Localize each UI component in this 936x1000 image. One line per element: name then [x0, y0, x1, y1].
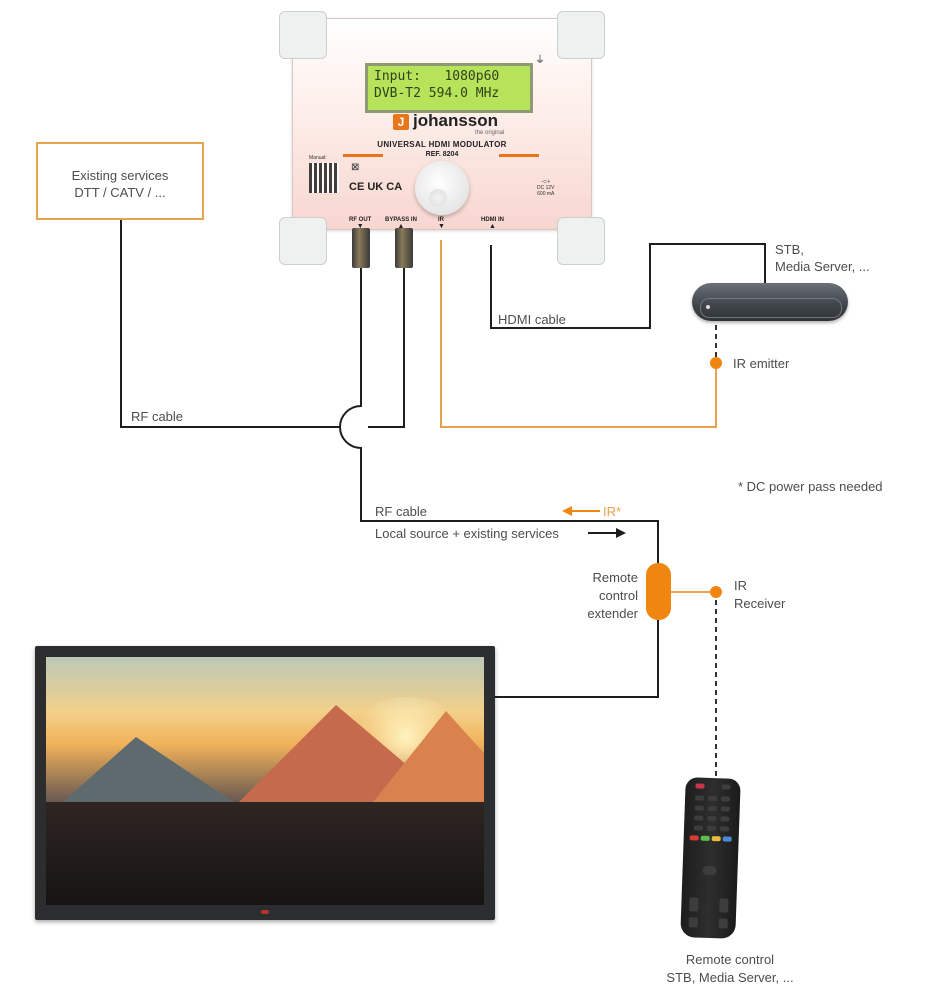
brand-tagline: the original [475, 130, 505, 136]
ir-receiver-label-line2: Receiver [734, 596, 786, 611]
qr-code-icon [309, 163, 339, 193]
lcd-line-1: Input: 1080p60 [374, 69, 500, 84]
decorative-line [499, 154, 539, 157]
extender-label-line2: control [598, 588, 638, 603]
stb-front-panel [700, 298, 842, 318]
local-source-label: Local source + existing services [375, 526, 559, 541]
mounting-clip [557, 217, 605, 265]
ir-star-label: IR* [603, 504, 622, 519]
power-button-icon [695, 783, 705, 789]
yellow-button-icon [711, 836, 721, 842]
port-ir: IR▼ [438, 217, 445, 230]
rf-cable-existing-to-bypass [120, 220, 405, 428]
f-connector-rf-out [352, 228, 370, 268]
product-ref: REF. 8204 [425, 151, 459, 158]
hdmi-cable-label: HDMI cable [498, 312, 566, 327]
brand-name: johansson [413, 111, 499, 130]
dc-power-note: * DC power pass needed [738, 479, 883, 494]
extender-label-line1: Remote [592, 570, 638, 585]
tv-power-led-icon [261, 910, 269, 914]
manual-label: Manual: [309, 155, 327, 161]
mounting-clip [557, 11, 605, 59]
ground-icon: ⏚ [535, 55, 545, 66]
green-button-icon [700, 835, 710, 841]
arrow-down-icon: ▼ [438, 223, 445, 230]
stb-led-icon [706, 305, 710, 309]
rf-cable-rf-out-to-tv [339, 262, 659, 698]
forest [46, 802, 484, 905]
port-hdmi-in: HDMI IN▲ [481, 217, 504, 230]
stb-label-line1: STB, [775, 242, 804, 257]
mounting-clip [279, 217, 327, 265]
remote-control-extender [646, 563, 671, 620]
rf-cable-label-bottom: RF cable [375, 504, 428, 519]
blue-button-icon [722, 836, 732, 842]
existing-services-line2: DTT / CATV / ... [74, 185, 166, 200]
ir-arrow-head [562, 506, 572, 516]
arrow-up-icon: ▲ [397, 223, 405, 230]
red-button-icon [689, 835, 699, 841]
certification-marks: CE UK CA [349, 181, 403, 193]
ir-receiver-label-line1: IR [734, 578, 747, 593]
existing-services-box: Existing services DTT / CATV / ... [36, 142, 204, 220]
ir-receiver-dot [710, 586, 722, 598]
control-knob[interactable] [415, 161, 469, 215]
product-name: UNIVERSAL HDMI MODULATOR [377, 140, 507, 149]
mounting-clip [279, 11, 327, 59]
mountain [366, 711, 484, 811]
set-top-box [692, 283, 848, 321]
remote-control [680, 777, 741, 939]
ir-emitter-cable [440, 240, 717, 428]
lcd-display: Input: 1080p60 DVB-T2 594.0 MHz [365, 63, 533, 113]
f-connector-bypass-in [395, 228, 413, 268]
remote-label-line2: STB, Media Server, ... [666, 970, 794, 985]
ir-emitter-label: IR emitter [733, 356, 790, 371]
existing-services-line1: Existing services [71, 168, 169, 183]
hdmi-cable [490, 243, 766, 329]
ir-emitter-dot [710, 357, 722, 369]
decorative-line [343, 154, 383, 157]
arrow-down-icon: ▼ [356, 223, 364, 230]
dc-power-label: -⊂+DC 12V 600 mA [537, 179, 555, 197]
weee-bin-icon: ⊠ [351, 162, 360, 173]
tv-screen-landscape-image [46, 657, 484, 905]
remote-label-line1: Remote control [685, 952, 775, 967]
port-rf-out: RF OUT▼ [349, 217, 372, 230]
brand-logo-icon: J [393, 114, 409, 130]
rf-cable-label-top: RF cable [131, 409, 184, 424]
ok-button-icon [702, 865, 717, 876]
stb-label-line2: Media Server, ... [775, 259, 870, 274]
port-bypass-in: BYPASS IN▲ [385, 217, 417, 230]
lcd-line-2: DVB-T2 594.0 MHz [374, 86, 500, 101]
local-source-arrow-head [616, 528, 626, 538]
dc-jack-icon: -⊂+ [541, 179, 551, 185]
television [35, 646, 495, 920]
p-button-icon [721, 784, 731, 790]
knob-dimple [429, 189, 447, 207]
arrow-up-icon: ▲ [489, 223, 496, 230]
extender-label-line3: extender [587, 606, 638, 621]
